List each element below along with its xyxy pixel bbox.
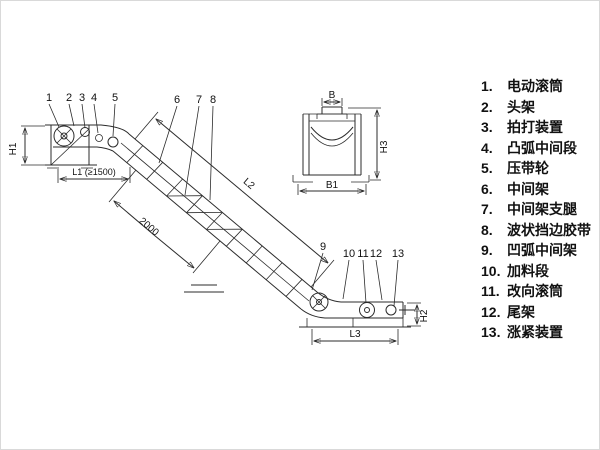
legend-item: 12. 尾架 — [481, 305, 599, 319]
dimension-lines: H1 L1 (≥1500) 2000 L2 L3 H2 B — [8, 90, 430, 345]
legend-item-label: 改向滚筒 — [507, 283, 563, 299]
legend-item: 10. 加料段 — [481, 264, 599, 278]
legend-item: 1. 电动滚筒 — [481, 79, 599, 93]
incline-section — [112, 133, 318, 310]
cross-section-view — [292, 106, 370, 183]
legend-item-number: 10. — [481, 262, 501, 279]
drive-drum-circle — [53, 125, 75, 147]
legend-item: 5. 压带轮 — [481, 161, 599, 175]
legend-item-number: 5. — [481, 160, 493, 176]
redirect-drum-circle — [359, 302, 375, 318]
callout-leaders — [48, 103, 399, 307]
callout-11: 11 — [357, 248, 368, 260]
dim-l2: L2 — [241, 176, 257, 192]
callout-12: 12 — [370, 248, 382, 260]
legend-item: 7. 中间架支腿 — [481, 202, 599, 216]
dim-h2: H2 — [419, 309, 430, 322]
dim-h1: H1 — [8, 142, 19, 155]
belt-upper-edge — [128, 133, 318, 293]
legend-item-label: 凹弧中间架 — [507, 242, 577, 258]
dim-b1: B1 — [326, 180, 339, 191]
legend-item-label: 加料段 — [507, 262, 549, 279]
legend-item-number: 8. — [481, 221, 493, 238]
tension-screw — [399, 305, 415, 315]
legend-item-label: 头架 — [507, 98, 535, 115]
dim-l1: L1 (≥1500) — [72, 167, 115, 177]
concave-arc-drum-circle — [309, 292, 329, 312]
legend-item-number: 13. — [481, 324, 501, 340]
legend-item-label: 压带轮 — [507, 160, 549, 176]
callout-numbers: 1 2 3 4 5 6 7 8 9 10 11 12 13 — [46, 92, 404, 260]
legend-item-number: 4. — [481, 139, 493, 156]
legend-item: 3. 拍打装置 — [481, 120, 599, 134]
legend-item: 9. 凹弧中间架 — [481, 243, 599, 257]
legend-item-label: 凸弧中间段 — [507, 139, 577, 156]
press-wheel-circle — [107, 136, 119, 148]
tail-belt-top — [316, 291, 403, 303]
legend-item-label: 中间架 — [507, 180, 549, 197]
belt-trough-curve — [310, 126, 354, 141]
legend-item: 11. 改向滚筒 — [481, 284, 599, 298]
callout-7: 7 — [196, 94, 202, 106]
legend-item-label: 波状挡边胶带 — [507, 221, 591, 238]
parts-legend: 1. 电动滚筒 2. 头架 3. 拍打装置 4. 凸弧中间段 5. 压带轮 6. 中间架 7… — [481, 79, 599, 346]
callout-13: 13 — [392, 248, 404, 260]
callout-6: 6 — [174, 94, 180, 106]
legend-item-number: 12. — [481, 303, 501, 320]
callout-5: 5 — [112, 92, 118, 104]
dim-h3: H3 — [379, 140, 390, 153]
beater-device-circle — [80, 127, 90, 137]
legend-item-number: 3. — [481, 119, 493, 135]
dim-b: B — [329, 90, 336, 101]
legend-item: 13. 涨紧装置 — [481, 325, 599, 339]
tension-pulley-circle — [385, 304, 397, 316]
legend-item-label: 中间架支腿 — [507, 201, 577, 217]
legend-item-number: 7. — [481, 201, 493, 217]
legend-item-number: 6. — [481, 180, 493, 197]
legend-item: 6. 中间架 — [481, 182, 599, 196]
callout-3: 3 — [79, 92, 85, 104]
dim-2000: 2000 — [137, 216, 161, 239]
legend-item-number: 11. — [481, 283, 500, 299]
legend-item-label: 涨紧装置 — [507, 324, 563, 340]
belt-lower-edge — [112, 150, 302, 310]
legend-item-label: 拍打装置 — [507, 119, 563, 135]
legend-item-number: 9. — [481, 242, 493, 258]
belt-top-curve — [53, 124, 130, 135]
legend-item-label: 电动滚筒 — [507, 78, 563, 94]
tail-assembly — [299, 291, 415, 328]
legend-item: 4. 凸弧中间段 — [481, 141, 599, 155]
callout-10: 10 — [343, 248, 355, 260]
legend-item-number: 1. — [481, 78, 493, 94]
callout-9: 9 — [320, 241, 326, 253]
callout-4: 4 — [91, 92, 97, 104]
callout-1: 1 — [46, 92, 52, 104]
callout-8: 8 — [210, 94, 216, 106]
legend-item-label: 尾架 — [507, 303, 535, 320]
legend-item: 2. 头架 — [481, 100, 599, 114]
head-assembly — [45, 124, 130, 169]
legend-item-number: 2. — [481, 98, 493, 115]
legend-item: 8. 波状挡边胶带 — [481, 223, 599, 237]
tail-belt-bottom — [300, 308, 403, 319]
dim-l3: L3 — [349, 329, 361, 340]
belt-bottom-curve — [53, 146, 114, 152]
slope-mark — [184, 284, 224, 293]
callout-2: 2 — [66, 92, 72, 104]
